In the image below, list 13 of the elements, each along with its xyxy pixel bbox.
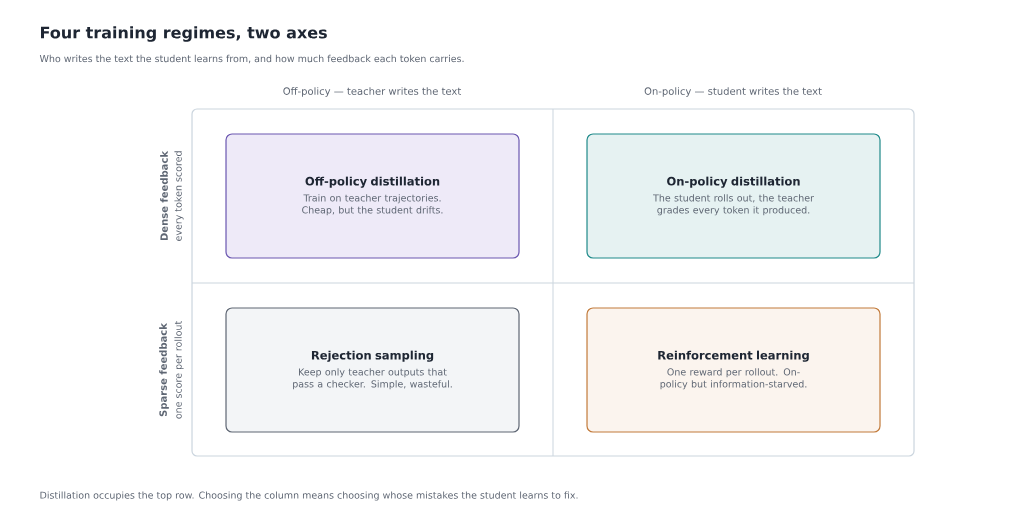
caption: Distillation occupies the top row. Choosing the column means choosing whose mistakes the student learns to fix. [40,491,578,501]
column-header: On-policy — student writes the text [644,87,822,97]
row-subheader: every token scored [174,151,184,241]
regime-box: Rejection sampling Keep only teacher outputs that pass a checker. Simple, wasteful. [225,307,520,433]
subtitle: Who writes the text the student learns from, and how much feedback each token carries. [39,54,464,64]
row-header: Sparse feedback [159,322,169,417]
regime-box: Off-policy distillation Train on teacher trajectories. Cheap, but the student drifts. [225,133,520,259]
row-subheader: one score per rollout [174,321,184,419]
row-header: Dense feedback [160,150,168,241]
regime-box: On-policy distillation The student rolls out, the teacher grades every token it produced. [586,133,881,259]
column-header: Off-policy — teacher writes the text [283,87,462,97]
regime-box: Reinforcement learning One reward per rollout. On-policy but information-starved. [586,307,881,433]
title: Four training regimes, two axes [41,26,327,42]
